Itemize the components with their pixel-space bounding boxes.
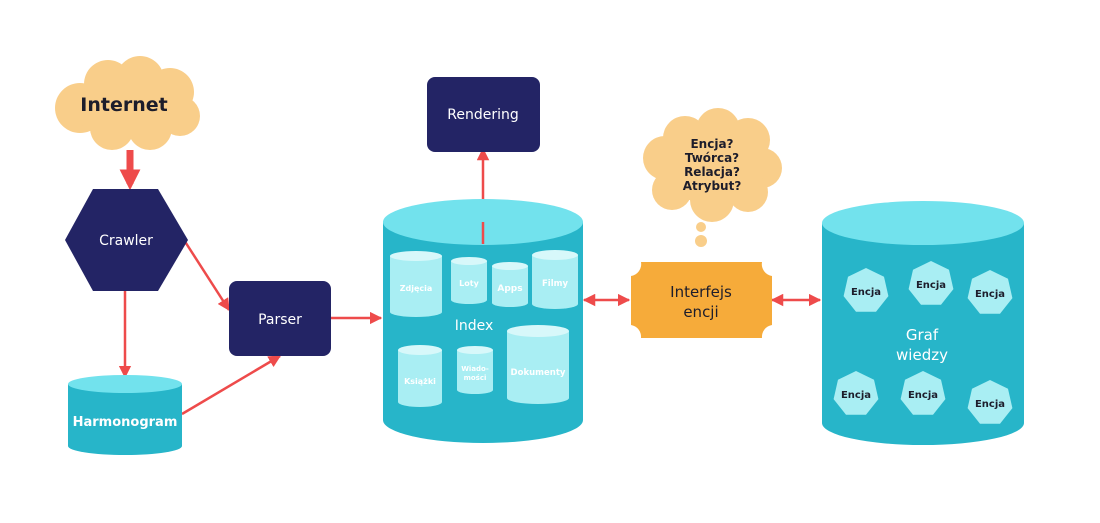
entity-node: Encja bbox=[833, 371, 879, 415]
index-item-dokumenty: Dokumenty bbox=[507, 325, 569, 404]
svg-text:Książki: Książki bbox=[404, 377, 436, 386]
svg-text:Zdjęcia: Zdjęcia bbox=[400, 284, 433, 293]
crawler-label: Crawler bbox=[99, 233, 153, 249]
entity-shape bbox=[967, 270, 1013, 314]
arrow-harmonogram-parser bbox=[181, 354, 282, 416]
thought-cloud: Encja? Twórca? Relacja? Atrybut? bbox=[643, 108, 782, 247]
entity-interface-node: Interfejs encji bbox=[631, 262, 772, 338]
parser-label: Parser bbox=[258, 312, 302, 328]
svg-text:Loty: Loty bbox=[459, 279, 479, 288]
entity-label: Encja bbox=[851, 287, 881, 298]
crawler-node: Crawler bbox=[65, 189, 188, 291]
svg-text:Dokumenty: Dokumenty bbox=[511, 368, 566, 378]
svg-text:Apps: Apps bbox=[497, 284, 522, 294]
parser-node: Parser bbox=[229, 281, 331, 356]
thought-line-4: Atrybut? bbox=[683, 179, 742, 193]
entity-interface-label-2: encji bbox=[683, 303, 718, 321]
entity-shape bbox=[900, 371, 946, 415]
index-item-filmy: Filmy bbox=[532, 250, 578, 309]
entity-label: Encja bbox=[916, 280, 946, 291]
entity-label: Encja bbox=[908, 390, 938, 401]
rendering-node: Rendering bbox=[427, 77, 540, 152]
thought-lines: Encja? Twórca? Relacja? Atrybut? bbox=[683, 137, 742, 193]
entity-shape bbox=[908, 261, 954, 305]
entity-node: Encja bbox=[900, 371, 946, 415]
entity-label: Encja bbox=[975, 289, 1005, 300]
harmonogram-node: Harmonogram bbox=[68, 375, 182, 455]
entity-node: Encja bbox=[908, 261, 954, 305]
index-item-wiadomosci: Wiado- mości bbox=[457, 346, 493, 394]
internet-label: Internet bbox=[80, 94, 167, 116]
entity-node: Encja bbox=[843, 268, 889, 312]
entity-label: Encja bbox=[975, 399, 1005, 410]
thought-line-2: Twórca? bbox=[685, 151, 739, 165]
entity-node: Encja bbox=[967, 270, 1013, 314]
index-item-loty: Loty bbox=[451, 257, 487, 304]
knowledge-graph-label-1: Graf bbox=[906, 326, 939, 344]
index-item-zdjecia: Zdjęcia bbox=[390, 251, 442, 317]
internet-cloud: Internet bbox=[55, 56, 200, 150]
arrow-crawler-parser bbox=[182, 239, 231, 312]
entity-shape bbox=[967, 380, 1013, 424]
entity-node: Encja bbox=[967, 380, 1013, 424]
svg-text:Wiado-: Wiado- bbox=[461, 365, 489, 373]
index-item-ksiazki: Książki bbox=[398, 345, 442, 407]
entity-shape bbox=[833, 371, 879, 415]
entity-shape bbox=[843, 268, 889, 312]
knowledge-graph-label-2: wiedzy bbox=[896, 346, 948, 364]
entity-interface-label-1: Interfejs bbox=[670, 283, 732, 301]
entity-label: Encja bbox=[841, 390, 871, 401]
rendering-label: Rendering bbox=[447, 107, 519, 123]
index-node: Zdjęcia Loty Apps Filmy Książki Wiado- m… bbox=[383, 199, 583, 443]
harmonogram-label: Harmonogram bbox=[73, 415, 178, 430]
index-label: Index bbox=[455, 318, 494, 334]
svg-text:mości: mości bbox=[464, 374, 487, 382]
thought-line-3: Relacja? bbox=[684, 165, 740, 179]
index-item-apps: Apps bbox=[492, 262, 528, 307]
svg-text:Filmy: Filmy bbox=[542, 279, 568, 289]
thought-line-1: Encja? bbox=[690, 137, 733, 151]
